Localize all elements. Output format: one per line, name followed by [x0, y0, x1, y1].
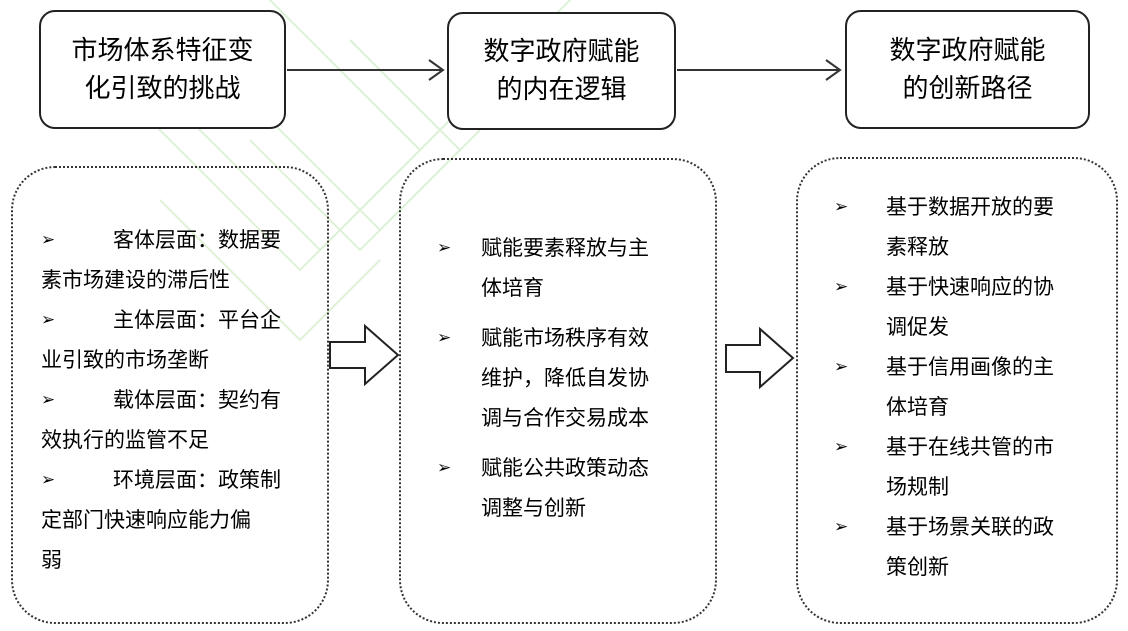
list-item: ➢ 基于快速响应的协 调促发: [834, 267, 1104, 347]
stage-box-paths: 数字政府赋能 的创新路径: [845, 10, 1090, 129]
arrow-bullet-icon: ➢: [834, 277, 849, 297]
list-item: ➢ 客体层面：数据要 素市场建设的滞后性: [41, 220, 313, 300]
list-item: ➢ 载体层面：契约有 效执行的监管不足: [41, 380, 313, 460]
stage-box-logic: 数字政府赋能 的内在逻辑: [447, 12, 676, 130]
stage-title-line: 化引致的挑战: [84, 73, 241, 104]
list-item: ➢ 主体层面：平台企 业引致的市场垄断: [41, 300, 313, 380]
arrow-bullet-icon: ➢: [834, 197, 849, 217]
block-arrow-right-icon: [725, 326, 795, 390]
stage-title-line: 市场体系特征变: [71, 35, 254, 66]
arrow-bullet-icon: ➢: [437, 458, 452, 478]
logic-list-box: ➢ 赋能要素释放与主 体培育 ➢ 赋能市场秩序有效 维护，降低自发协 调与合作交…: [399, 158, 717, 624]
arrow-right-icon: [287, 59, 445, 81]
list-item: ➢ 赋能公共政策动态 调整与创新: [437, 448, 707, 528]
list-item: ➢ 赋能要素释放与主 体培育: [437, 228, 707, 308]
list-item: ➢ 基于在线共管的市 场规制: [834, 427, 1104, 507]
arrow-bullet-icon: ➢: [41, 470, 56, 490]
arrow-bullet-icon: ➢: [41, 310, 56, 330]
stage-title-line: 的创新路径: [902, 73, 1033, 104]
arrow-bullet-icon: ➢: [437, 238, 452, 258]
arrow-bullet-icon: ➢: [834, 517, 849, 537]
paths-list-box: ➢ 基于数据开放的要 素释放 ➢ 基于快速响应的协 调促发 ➢ 基于信用画像的主…: [796, 157, 1118, 624]
stage-title-line: 数字政府赋能: [889, 35, 1046, 66]
arrow-bullet-icon: ➢: [41, 230, 56, 250]
stage-title-line: 数字政府赋能: [483, 37, 640, 67]
stage-box-challenges: 市场体系特征变 化引致的挑战: [39, 10, 286, 129]
stage-title-line: 的内在逻辑: [496, 75, 627, 105]
list-item: ➢ 环境层面：政策制 定部门快速响应能力偏 弱: [41, 460, 313, 580]
block-arrow-right-icon: [329, 323, 400, 387]
list-item: ➢ 基于场景关联的政 策创新: [834, 507, 1104, 587]
list-item: ➢ 基于数据开放的要 素释放: [834, 187, 1104, 267]
arrow-bullet-icon: ➢: [834, 437, 849, 457]
challenges-list-box: ➢ 客体层面：数据要 素市场建设的滞后性 ➢ 主体层面：平台企 业引致的市场垄断…: [11, 166, 329, 624]
list-item: ➢ 赋能市场秩序有效 维护，降低自发协 调与合作交易成本: [437, 318, 707, 438]
arrow-bullet-icon: ➢: [41, 390, 56, 410]
list-item: ➢ 基于信用画像的主 体培育: [834, 347, 1104, 427]
arrow-bullet-icon: ➢: [437, 328, 452, 348]
arrow-right-icon: [677, 59, 842, 81]
arrow-bullet-icon: ➢: [834, 357, 849, 377]
